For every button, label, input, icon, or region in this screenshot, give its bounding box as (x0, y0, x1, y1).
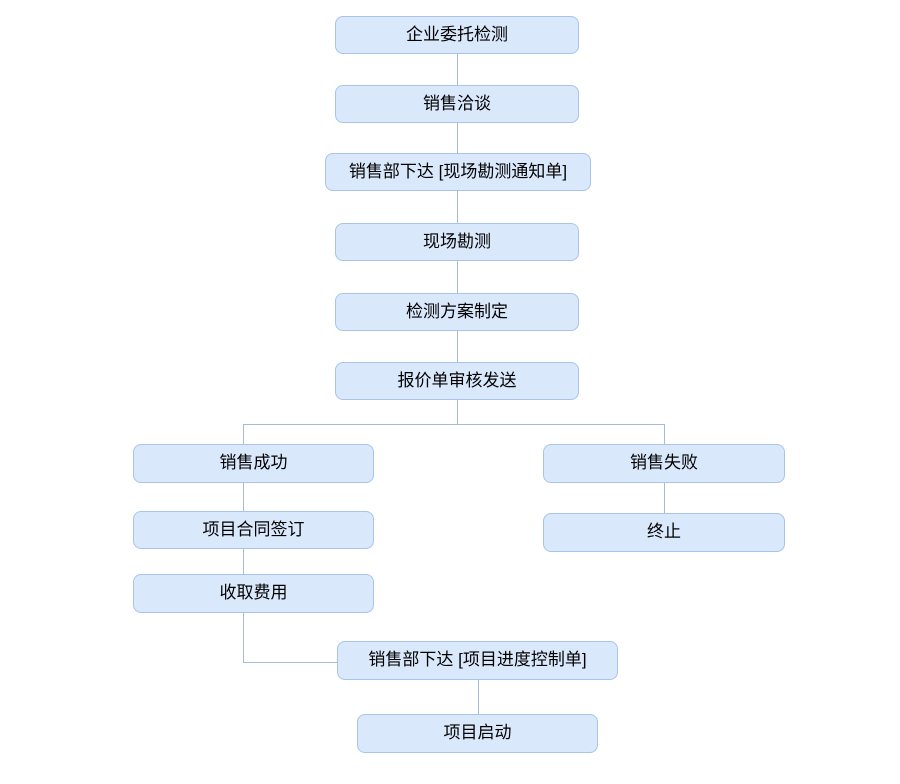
flow-node-label: 销售失败 (630, 453, 698, 473)
flow-node-label: 销售部下达 [现场勘测通知单] (348, 161, 568, 181)
flow-node-sales-success: 销售成功 (133, 444, 374, 483)
flow-node-label: 企业委托检测 (406, 24, 508, 44)
connector-line (457, 191, 458, 223)
flow-node-label: 现场勘测 (423, 231, 491, 251)
flow-node-enterprise-commissioned-testing: 企业委托检测 (335, 16, 579, 54)
flow-node-label: 销售洽谈 (423, 93, 491, 113)
flow-node-quotation-review-and-send: 报价单审核发送 (335, 362, 579, 400)
flow-node-label: 检测方案制定 (406, 301, 508, 321)
connector-line (243, 424, 664, 425)
flow-node-label: 项目合同签订 (202, 519, 305, 539)
connector-line (457, 331, 458, 362)
connector-line (457, 400, 458, 424)
connector-line (243, 662, 337, 663)
flow-node-label: 销售成功 (219, 453, 288, 473)
flow-node-label: 销售部下达 [项目进度控制单] (368, 650, 587, 670)
connector-line (243, 424, 244, 444)
flow-node-fee-collection: 收取费用 (133, 574, 374, 613)
connector-line (457, 261, 458, 293)
connector-line (243, 613, 244, 662)
connector-line (478, 680, 479, 714)
flow-node-sales-dept-issues-site-survey-notice: 销售部下达 [现场勘测通知单] (325, 153, 591, 191)
flow-node-site-survey: 现场勘测 (335, 223, 579, 261)
flow-node-project-launch: 项目启动 (357, 714, 598, 753)
flow-node-label: 报价单审核发送 (397, 370, 517, 390)
flow-node-label: 收取费用 (219, 583, 288, 603)
connector-line (664, 424, 665, 444)
connector-line (243, 549, 244, 574)
connector-line (243, 483, 244, 511)
flow-node-termination: 终止 (543, 513, 785, 552)
flow-node-sales-failure: 销售失败 (543, 444, 785, 483)
flow-node-project-contract-signing: 项目合同签订 (133, 511, 374, 549)
flow-node-label: 终止 (647, 522, 681, 542)
flow-node-testing-plan-formulation: 检测方案制定 (335, 293, 579, 331)
connector-line (457, 123, 458, 153)
flow-node-sales-negotiation: 销售洽谈 (335, 85, 579, 123)
flow-node-sales-dept-issues-progress-control-sheet: 销售部下达 [项目进度控制单] (337, 641, 618, 680)
connector-line (664, 483, 665, 513)
flow-node-label: 项目启动 (443, 723, 512, 743)
connector-line (457, 54, 458, 85)
